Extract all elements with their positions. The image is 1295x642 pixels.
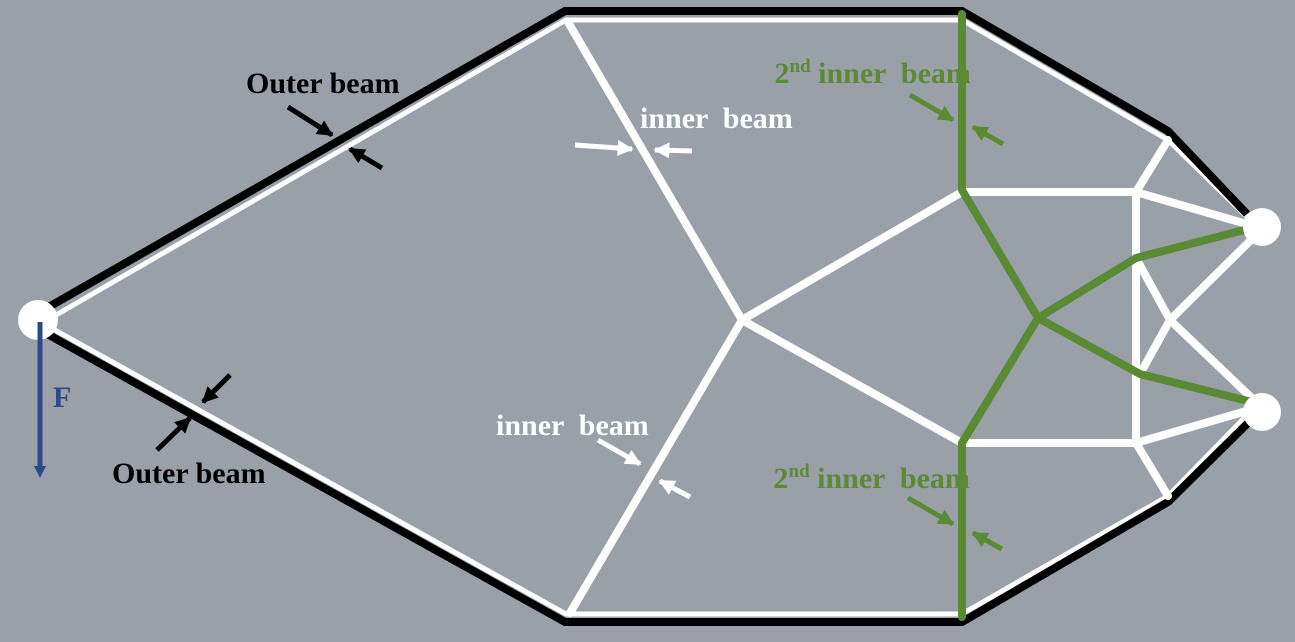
outer-beam-pointers [155,104,384,452]
outer-beam-bottom [38,326,1254,626]
outer-beam-bottom-label: Outer beam [112,457,266,490]
force-label: F [53,381,71,414]
right-upper-joint [1243,208,1281,246]
inner-beam-top [564,18,746,324]
second-inner-beam-pointers [906,92,1005,552]
second-inner-beam-top-label: 2nd inner beam [737,56,993,90]
inner-beam-bottom [566,316,746,617]
second-inner-beams [958,10,1256,621]
inner-beams [564,18,1262,617]
inner-beam-top-label: inner beam [640,102,793,135]
inner-beam-pointers [574,140,693,500]
right-lower-joint [1243,393,1281,431]
inner-beam-bottom-label: inner beam [496,409,649,442]
left-joint [18,300,58,340]
second-inner-beam-bottom-label: 2nd inner beam [736,461,992,495]
second-inner-beam-bottom [958,314,1042,621]
second-inner-beam-top [958,10,1042,322]
outer-beam-top-label: Outer beam [246,67,400,100]
